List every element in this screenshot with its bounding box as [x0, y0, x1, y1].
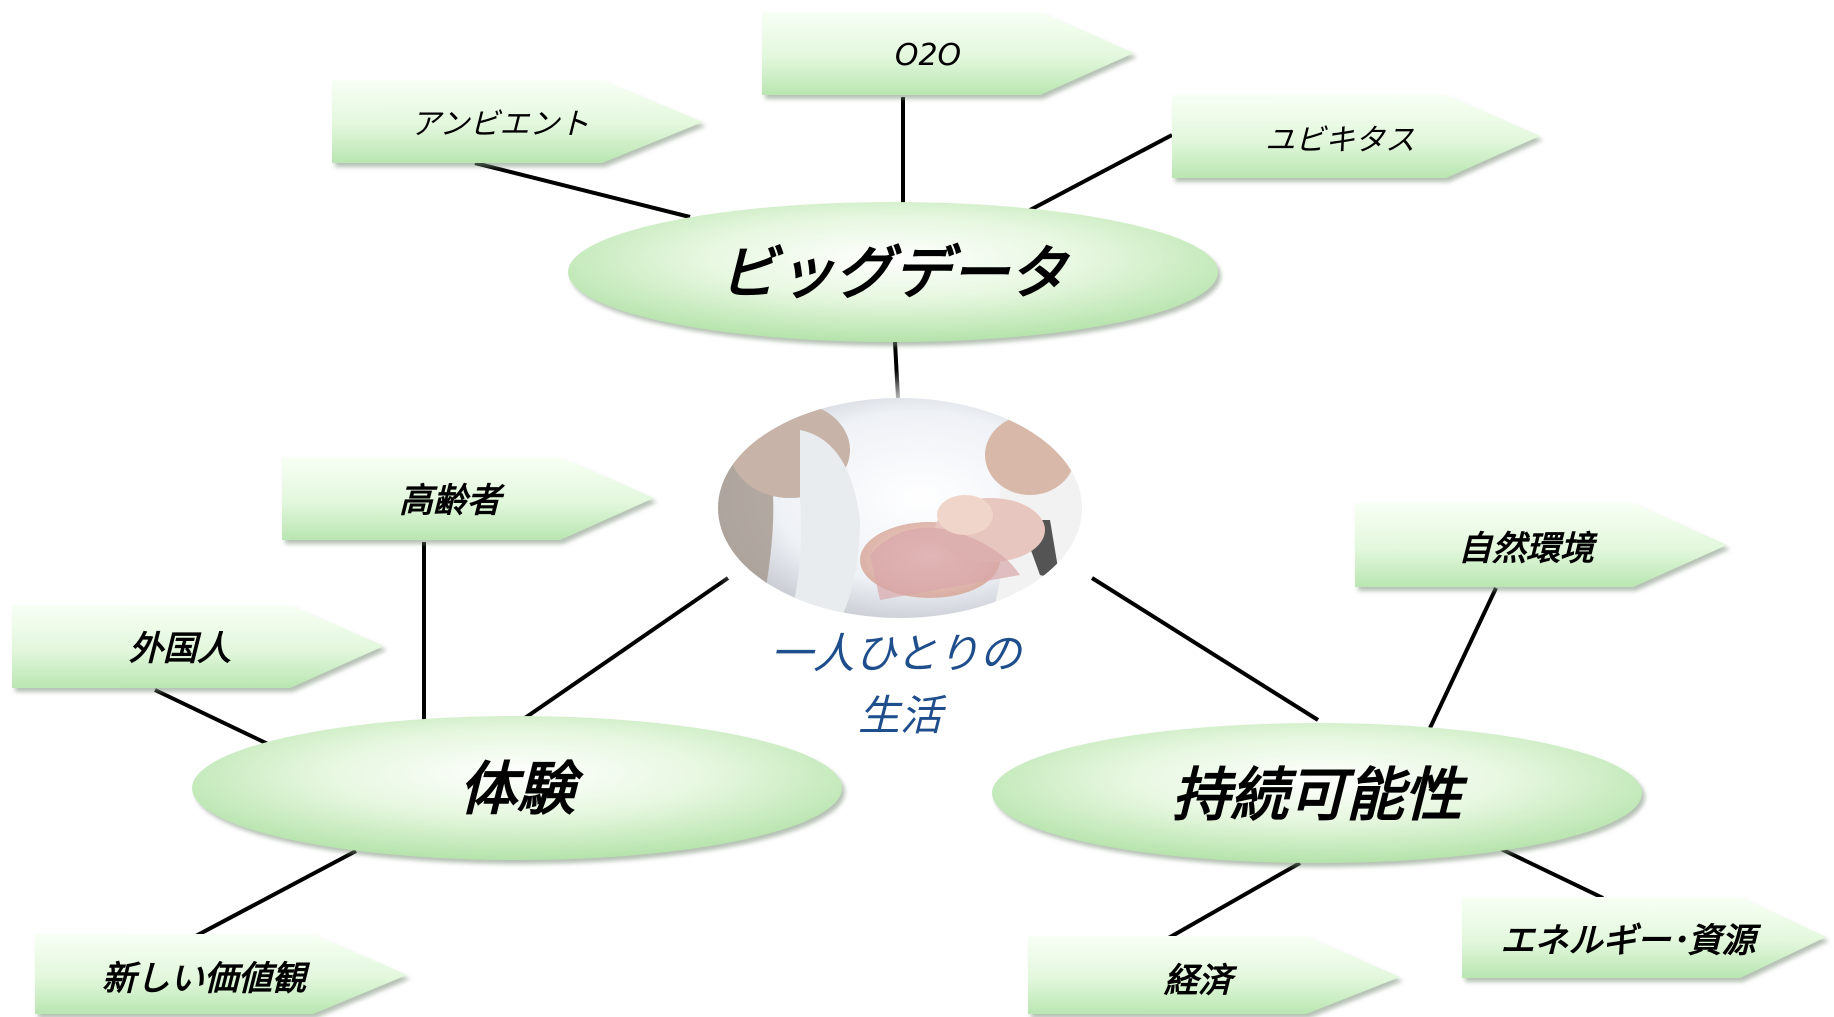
tag-economy-label: 経済	[1163, 961, 1238, 1001]
connector-sustainability-economy	[1164, 861, 1301, 942]
tag-elderly-label: 高齢者	[399, 481, 506, 521]
hub-experience-shape	[192, 716, 842, 860]
connector-center-sustainability	[1090, 576, 1320, 722]
hub-sustainability-shape	[992, 723, 1642, 863]
tag-ambient-label: アンビエント	[411, 107, 590, 142]
tag-foreigner: 外国人	[12, 605, 384, 688]
tag-new-values: 新しい価値観	[35, 934, 407, 1014]
tag-elderly: 高齢者	[282, 457, 654, 540]
tag-economy: 経済	[1028, 936, 1400, 1014]
connector-bigdata-ambient	[474, 161, 691, 219]
connector-experience-foreigner	[154, 688, 269, 746]
hub-bigdata-shape	[568, 202, 1218, 342]
tag-ambient: アンビエント	[332, 80, 703, 163]
tag-o2o: O2O	[762, 12, 1134, 95]
tag-o2o-label: O2O	[895, 38, 961, 73]
connectors	[154, 97, 1604, 949]
hub-sustainability-label: 持続可能性	[1172, 761, 1468, 829]
connector-sustainability-nature	[1428, 587, 1498, 729]
center-photo	[718, 398, 1082, 618]
hub-bigdata-label: ビッグデータ	[719, 239, 1071, 307]
tag-new-values-label: 新しい価値観	[102, 959, 311, 999]
hub-experience-label: 体験	[459, 755, 584, 823]
hub-experience: 体験	[192, 716, 842, 860]
tag-ubiquitous: ユビキタス	[1172, 95, 1540, 178]
connector-bigdata-ubiquitous	[1029, 133, 1173, 212]
center-node: 一人ひとりの 生活	[688, 370, 1112, 740]
connector-center-experience	[520, 576, 730, 722]
tag-nature-label: 自然環境	[1458, 529, 1598, 569]
connector-experience-newvalues	[174, 849, 357, 949]
hub-bigdata: ビッグデータ	[568, 202, 1218, 342]
connector-sustainability-energy	[1500, 847, 1604, 900]
center-caption-line1: 一人ひとりの	[771, 629, 1024, 678]
center-caption-line2: 生活	[858, 691, 947, 740]
tag-nature: 自然環境	[1355, 503, 1727, 587]
hub-sustainability: 持続可能性	[992, 723, 1642, 863]
tag-energy: エネルギー･資源	[1462, 897, 1826, 978]
tag-ubiquitous-label: ユビキタス	[1265, 123, 1415, 158]
tag-foreigner-label: 外国人	[129, 629, 231, 669]
tag-energy-label: エネルギー･資源	[1501, 921, 1762, 961]
